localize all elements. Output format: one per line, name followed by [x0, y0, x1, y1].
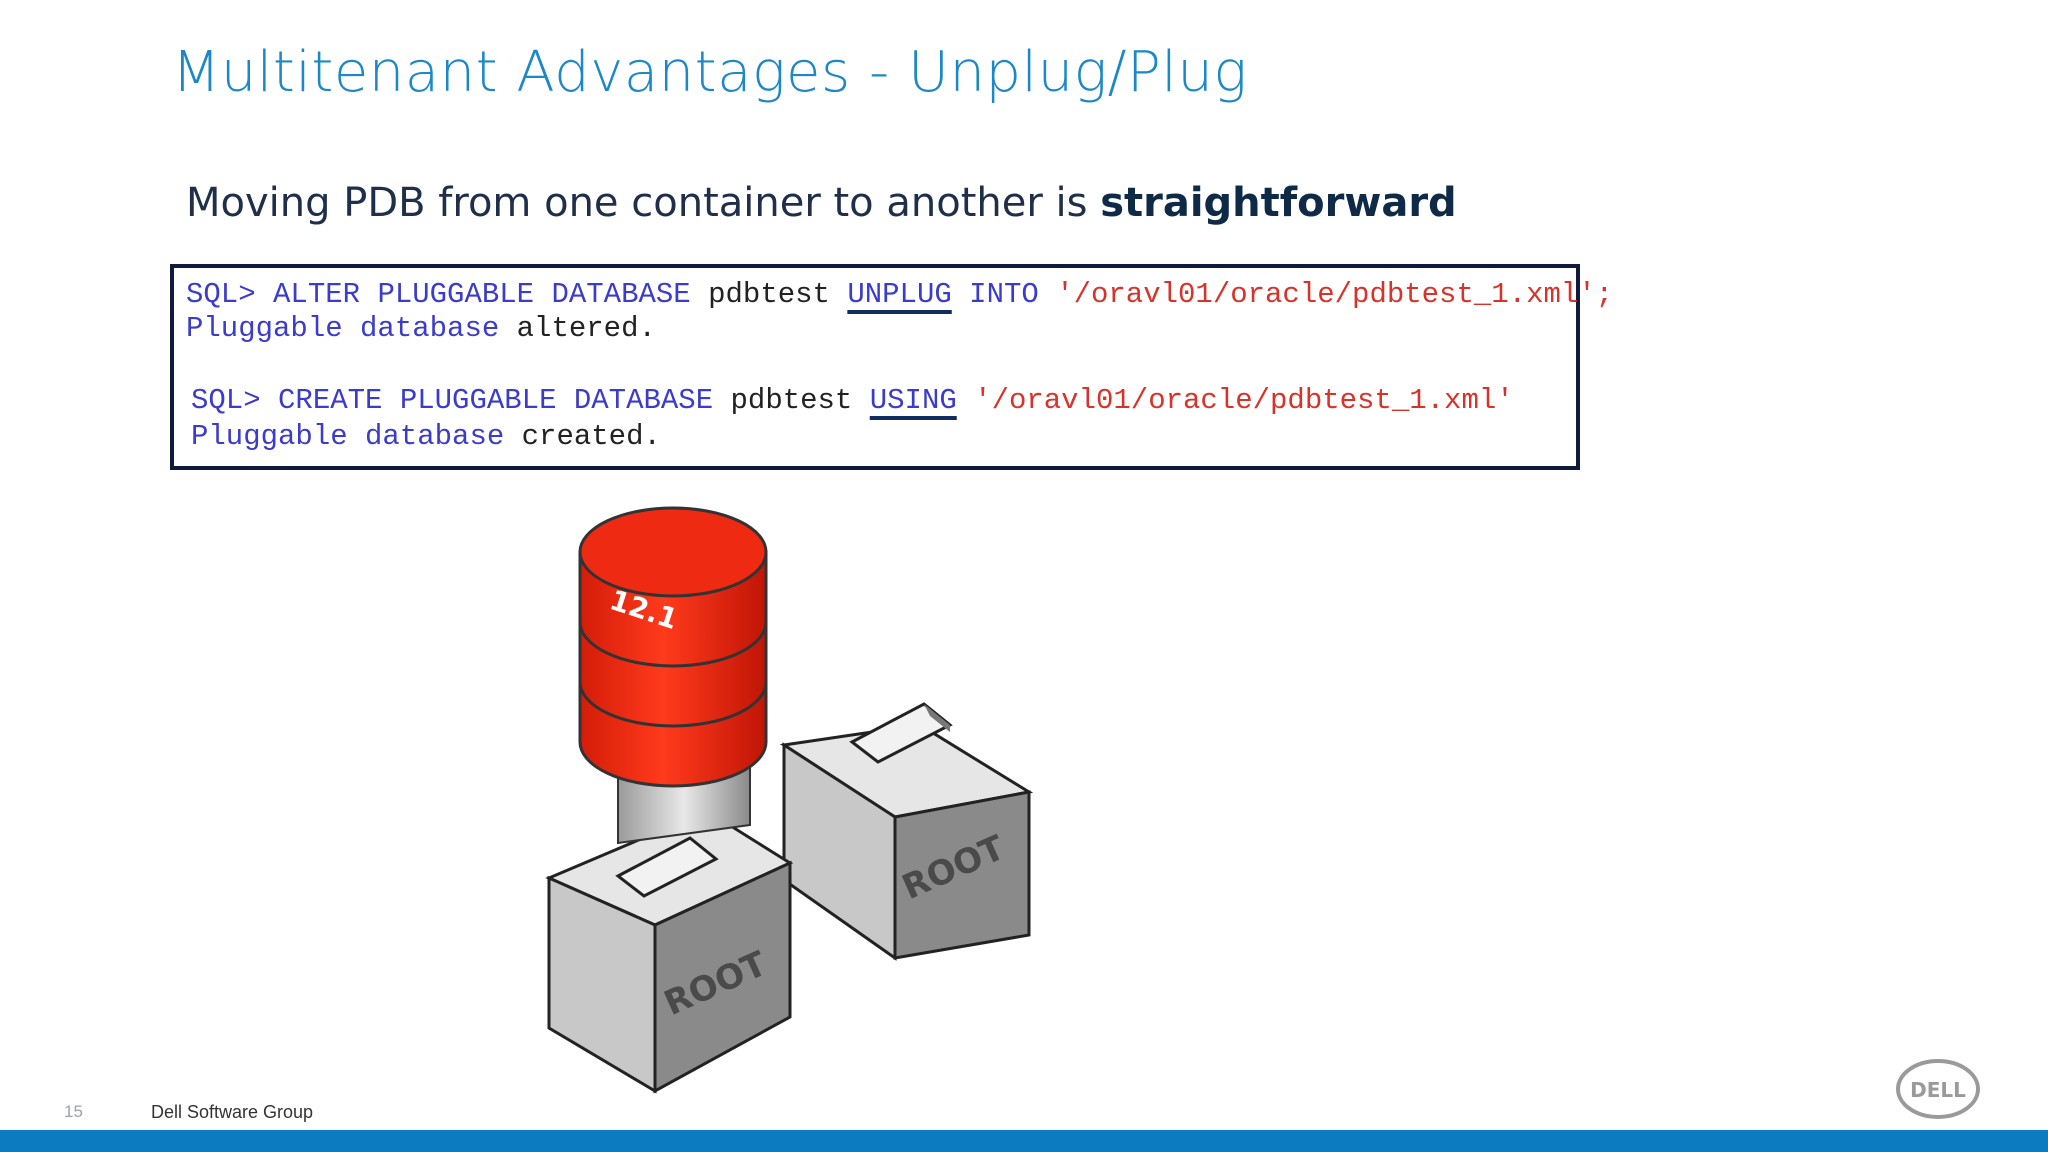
code-line-created: Pluggable database created.	[191, 420, 661, 453]
code-line-altered: Pluggable database altered.	[186, 312, 656, 345]
using-keyword: USING	[869, 384, 957, 417]
pdb-name: pdbtest	[708, 278, 848, 311]
sql-keyword: INTO	[951, 278, 1057, 311]
slide-subtitle: Moving PDB from one container to another…	[186, 180, 1457, 226]
footer-org-name: Dell Software Group	[151, 1102, 314, 1122]
subtitle-emphasis: straightforward	[1100, 180, 1457, 226]
code-line-create: SQL> CREATE PLUGGABLE DATABASE pdbtest U…	[191, 384, 1514, 417]
xml-path: '/oravl01/oracle/pdbtest_1.xml';	[1056, 278, 1614, 311]
sql-output-result: altered.	[516, 312, 656, 345]
dell-logo: DELL	[1896, 1059, 1980, 1119]
dell-logo-text: DELL	[1910, 1078, 1966, 1102]
code-line-unplug: SQL> ALTER PLUGGABLE DATABASE pdbtest UN…	[186, 278, 1613, 311]
subtitle-text: Moving PDB from one container to another…	[186, 180, 1101, 226]
sql-code-box: SQL> ALTER PLUGGABLE DATABASE pdbtest UN…	[170, 264, 1613, 470]
unplug-plug-illustration: ROOT ROOT 12.1	[545, 506, 1034, 1094]
sql-prompt: SQL>	[191, 384, 261, 417]
sql-keyword: CREATE PLUGGABLE DATABASE	[260, 384, 731, 417]
sql-output-label: Pluggable database	[186, 312, 517, 345]
unplug-keyword: UNPLUG	[847, 278, 952, 311]
sql-output-label: Pluggable database	[191, 420, 522, 453]
root-box-left: ROOT	[545, 809, 794, 1094]
slide-title: Multitenant Advantages - Unplug/Plug	[172, 40, 1248, 105]
pdb-name: pdbtest	[730, 384, 870, 417]
sql-keyword: ALTER PLUGGABLE DATABASE	[255, 278, 709, 311]
database-cylinder: 12.1	[578, 506, 768, 788]
sql-prompt: SQL>	[186, 278, 256, 311]
xml-path: '/oravl01/oracle/pdbtest_1.xml'	[956, 384, 1514, 417]
page-number: 15	[64, 1102, 83, 1121]
sql-output-result: created.	[521, 420, 661, 453]
footer-bar	[0, 1130, 2048, 1152]
root-box-right: ROOT	[779, 702, 1034, 961]
